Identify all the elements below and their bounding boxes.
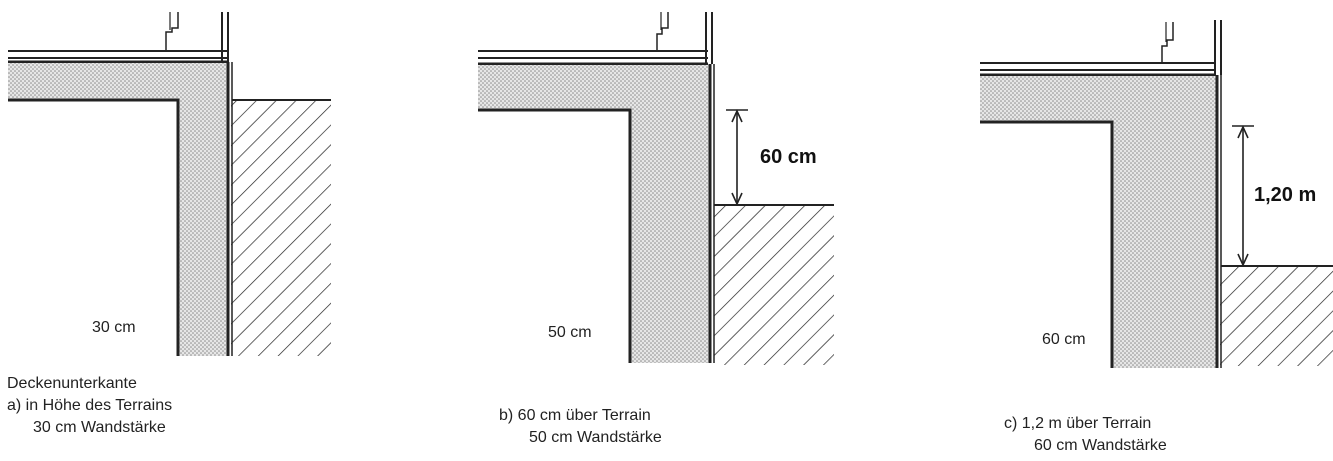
soil-hatch-c — [1220, 266, 1333, 366]
caption-line2-b: 50 cm Wandstärke — [529, 429, 662, 446]
dimension-arrow-c — [1232, 125, 1254, 267]
wall-thickness-label-c: 60 cm — [1042, 331, 1086, 348]
caption-line1-a: a) in Höhe des Terrains — [7, 397, 173, 414]
concrete-wall-b — [478, 65, 710, 363]
concrete-wall-c — [980, 76, 1217, 368]
skirting-c — [1161, 22, 1174, 63]
concrete-wall-a — [8, 63, 228, 356]
dimension-arrow-b — [726, 109, 748, 206]
caption-line1-b: b) 60 cm über Terrain — [499, 407, 651, 424]
soil-hatch-a — [231, 100, 331, 356]
caption-heading-a: Deckenunterkante — [7, 375, 137, 392]
caption-line2-c: 60 cm Wandstärke — [1034, 437, 1167, 454]
section-a — [8, 12, 331, 356]
skirting-a — [165, 12, 179, 51]
caption-line1-c: c) 1,2 m über Terrain — [1004, 415, 1152, 432]
dimension-label-b: 60 cm — [760, 146, 817, 168]
skirting-b — [656, 12, 669, 51]
section-b — [478, 12, 834, 365]
soil-hatch-b — [714, 205, 834, 365]
caption-line2-a: 30 cm Wandstärke — [33, 419, 166, 436]
wall-thickness-label-a: 30 cm — [92, 319, 136, 336]
dimension-label-c: 1,20 m — [1254, 184, 1317, 206]
wall-thickness-label-b: 50 cm — [548, 324, 592, 341]
section-c — [980, 20, 1333, 368]
